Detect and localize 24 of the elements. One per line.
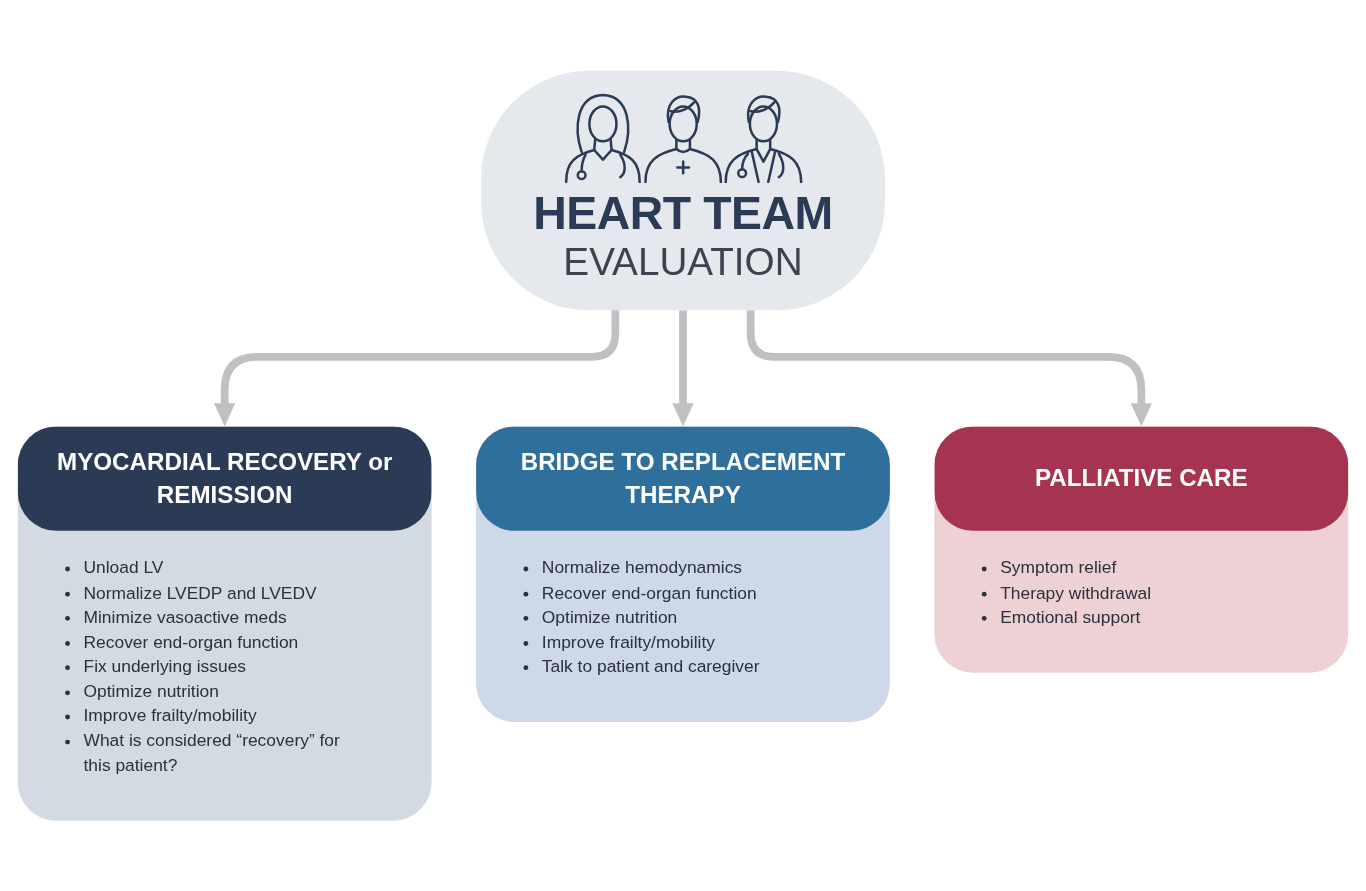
bullet-item: Improve frailty/mobility xyxy=(520,629,715,655)
arrow xyxy=(746,310,1152,427)
bullet-item: Emotional support xyxy=(978,605,1141,630)
bullet-item: Minimize vasoactive meds xyxy=(62,605,287,630)
bullet-item: Normalize hemodynamics xyxy=(520,555,743,581)
bullet-item: Symptom relief xyxy=(978,555,1117,581)
bullet-item: Optimize nutrition xyxy=(62,679,219,704)
bullet-item: Recover end-organ function xyxy=(62,629,299,655)
bullet-item: Talk to patient and caregiver xyxy=(520,654,760,680)
bullet-item: Normalize LVEDP and LVEDV xyxy=(62,580,317,606)
bullet-item: Unload LV xyxy=(62,555,164,581)
bullet-item: What is considered “recovery” for this patient? xyxy=(62,728,357,778)
arrow xyxy=(672,310,694,427)
heading-text: HEART TEAM xyxy=(533,188,833,239)
bullet-item: Therapy withdrawal xyxy=(978,580,1152,606)
subheading-text: EVALUATION xyxy=(563,238,803,283)
bullet-item: Improve frailty/mobility xyxy=(62,703,257,729)
card-header: PALLIATIVE CARE xyxy=(934,426,1349,531)
bullet-item: Optimize nutrition xyxy=(520,605,678,630)
card-header: MYOCARDIAL RECOVERY or REMISSION xyxy=(17,426,432,531)
card-header: BRIDGE TO REPLACEMENT THERAPY xyxy=(476,426,890,531)
arrow xyxy=(214,310,620,427)
bullet-item: Recover end-organ function xyxy=(520,580,757,606)
bullet-item: Fix underlying issues xyxy=(62,654,246,680)
